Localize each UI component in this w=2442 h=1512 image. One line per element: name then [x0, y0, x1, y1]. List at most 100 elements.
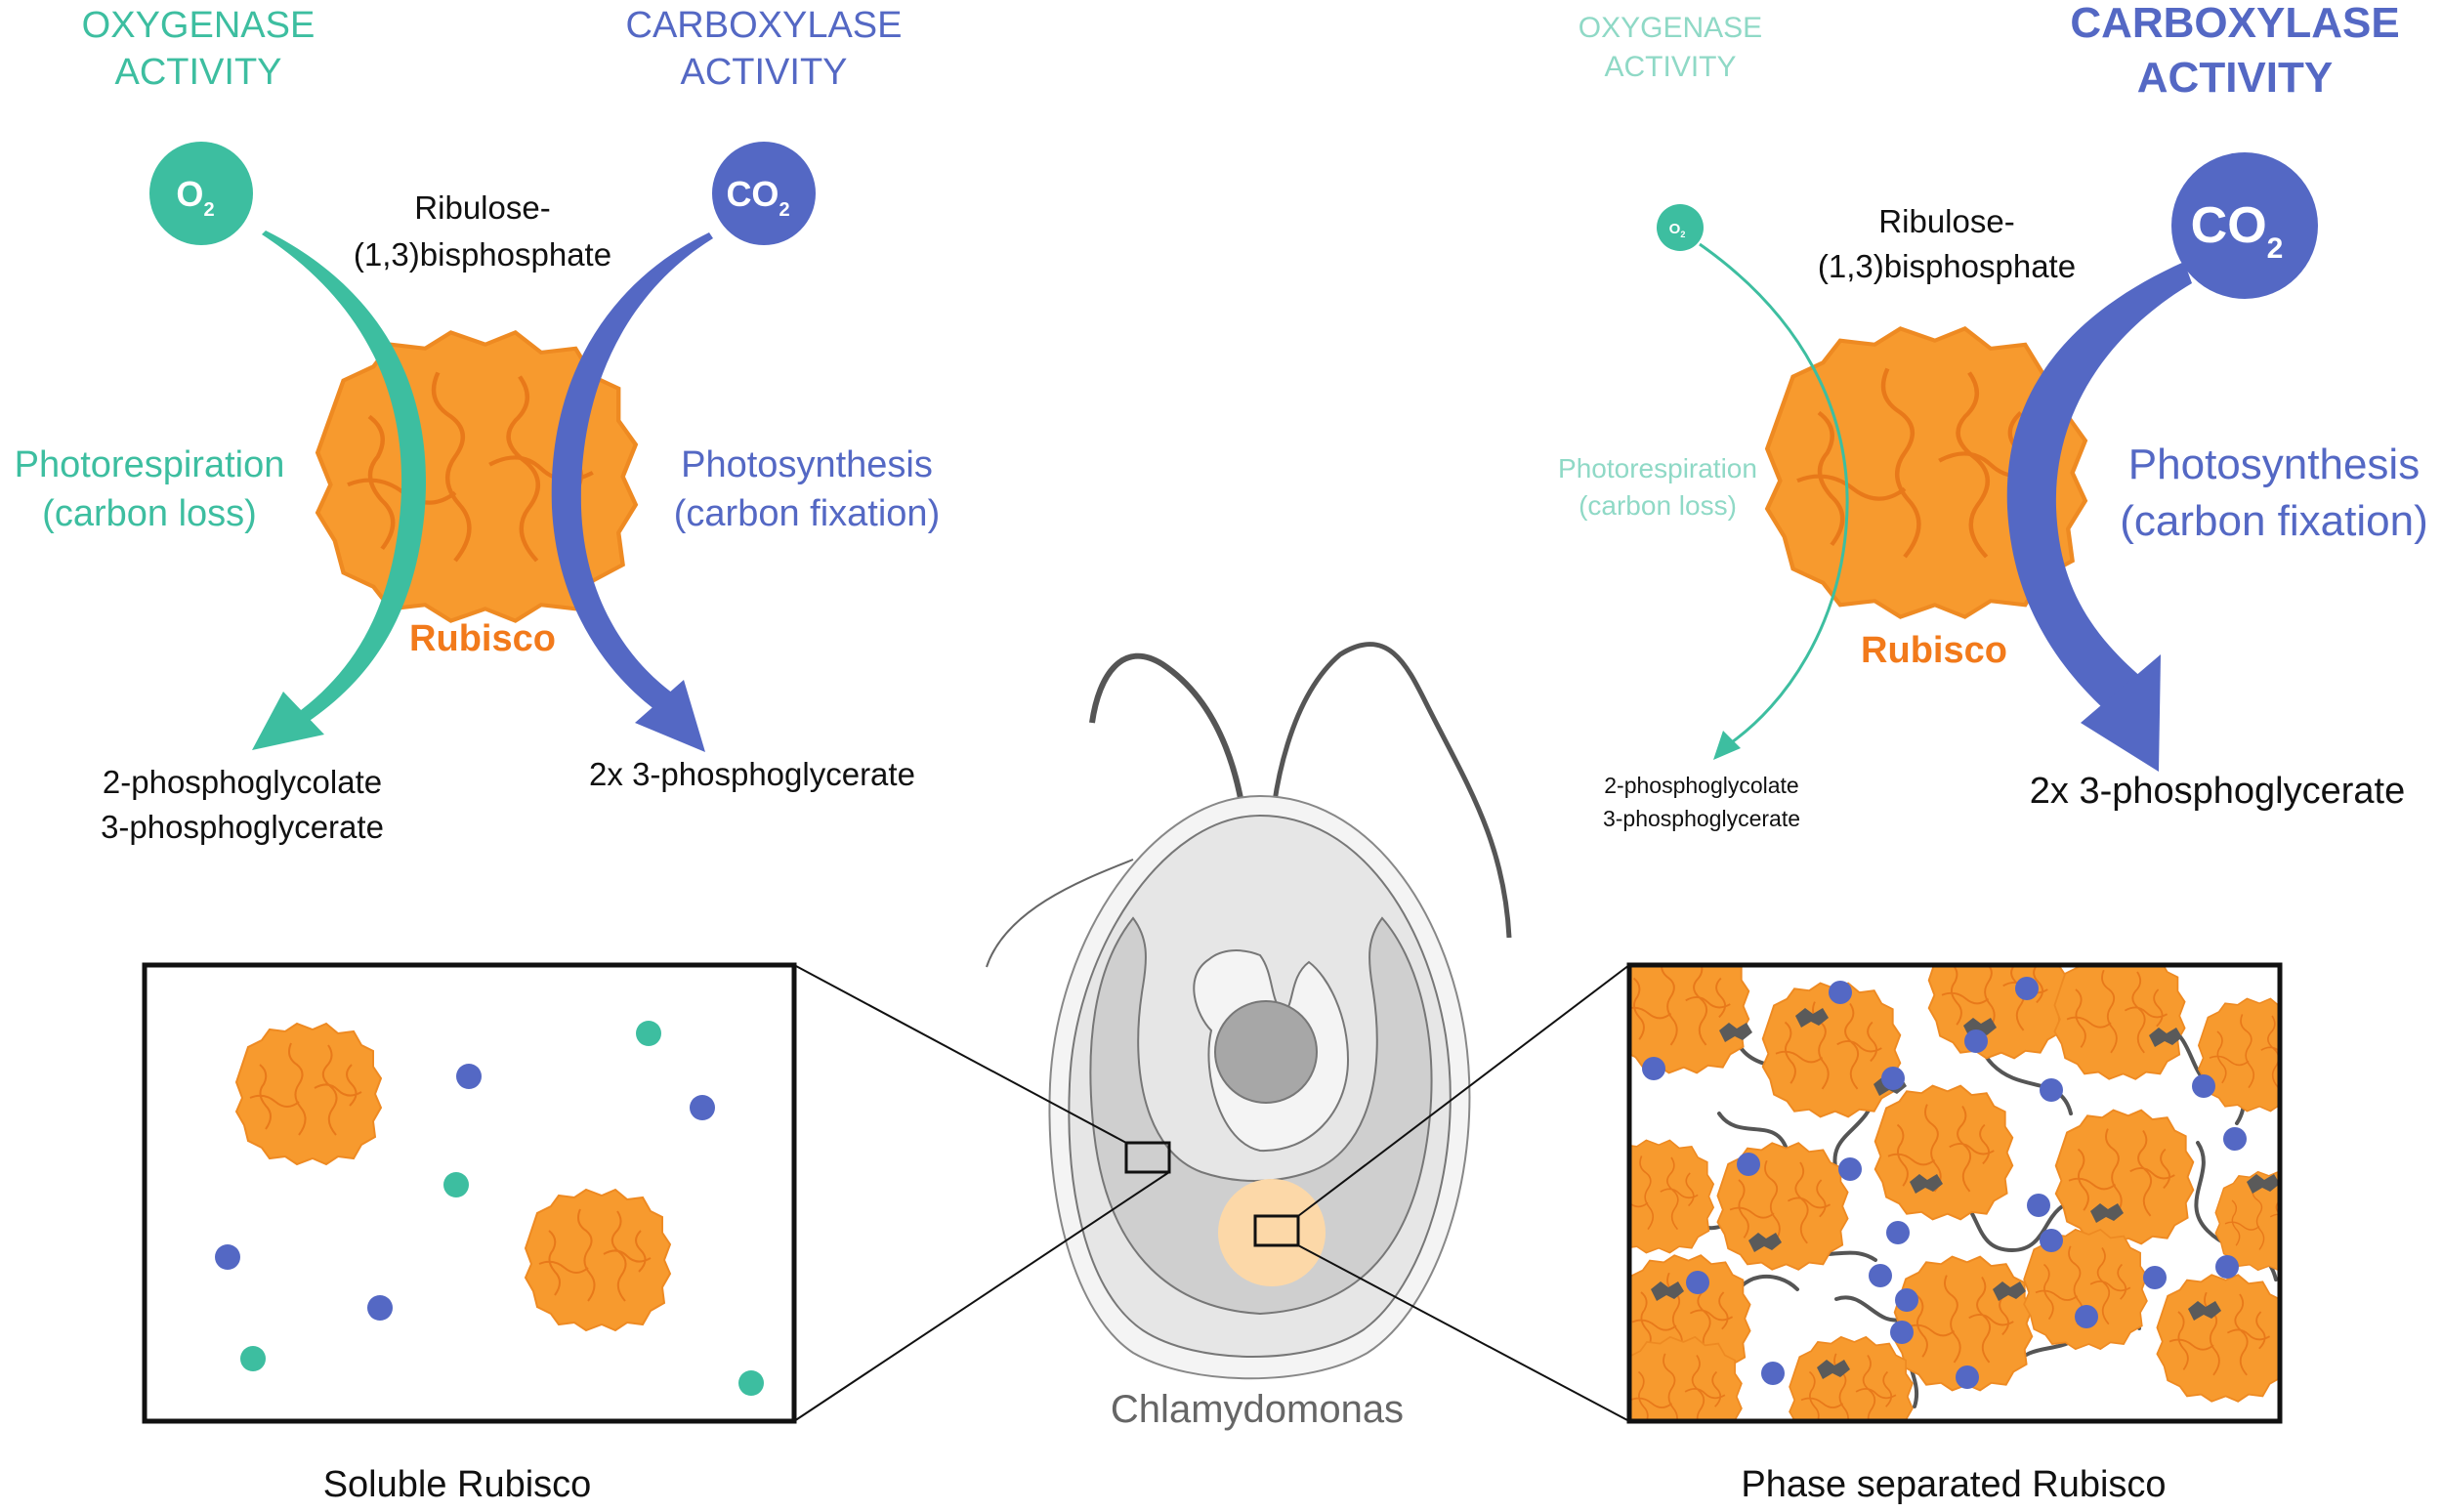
right-oxygenase-arrowhead — [1713, 731, 1741, 760]
linker-cap — [1719, 1023, 1752, 1042]
linker-cap — [1910, 1174, 1943, 1194]
phase-co2-dot — [1881, 1067, 1905, 1090]
phase-co2-dot — [1761, 1362, 1785, 1385]
soluble-o2-dot — [636, 1021, 661, 1046]
phase-box — [1626, 962, 2283, 1424]
right-oxygenase-title-line1: OXYGENASE — [1579, 12, 1762, 44]
phase-co2-dot — [2223, 1127, 2247, 1151]
left-oxygenase-product-line2: 3-phosphoglycerate — [101, 809, 384, 845]
left-o2-subscript: 2 — [203, 199, 214, 221]
linker — [1952, 1190, 2083, 1253]
cell-nucleus — [1214, 1000, 1318, 1104]
left-oxygenase-title-line2: ACTIVITY — [114, 52, 281, 93]
left-carboxylase-arrow — [551, 232, 713, 713]
phase-co2-dot — [2192, 1074, 2215, 1098]
right-oxygenase-arrow — [1699, 242, 1849, 746]
cell-pyrenoid-zoom-box — [1253, 1214, 1300, 1247]
phase-caption: Phase separated Rubisco — [1741, 1464, 2166, 1505]
left-co2-label: CO — [726, 174, 779, 214]
soluble-o2-dot — [443, 1172, 469, 1197]
right-oxygenase-title-line2: ACTIVITY — [1604, 51, 1736, 83]
right-zoom-line-top — [1297, 964, 1630, 1217]
left-photosynthesis-line2: (carbon fixation) — [674, 493, 940, 534]
phase-rubisco — [2156, 1274, 2280, 1403]
phase-co2-dot — [1838, 1157, 1862, 1181]
right-photosynthesis-line2: (carbon fixation) — [2120, 497, 2427, 545]
linker-cap — [2188, 1301, 2221, 1321]
left-carboxylase-title-line2: ACTIVITY — [680, 52, 847, 93]
left-zoom-line-top — [793, 964, 1127, 1144]
linker-cap — [1795, 1008, 1829, 1028]
right-carboxylase-title-line1: CARBOXYLASE — [2070, 0, 2399, 47]
phase-co2-dot — [1956, 1365, 1979, 1389]
linker-cap — [2149, 1028, 2182, 1047]
phase-separated-panel: Phase separated Rubisco — [1626, 962, 2283, 1505]
right-zoom-line-bottom — [1297, 1244, 1630, 1422]
right-co2-circle-icon — [2171, 152, 2318, 299]
right-photorespiration-line2: (carbon loss) — [1579, 490, 1737, 521]
linker-cap — [1748, 1233, 1782, 1252]
soluble-co2-dot — [215, 1244, 240, 1270]
right-oxygenase-product-line1: 2-phosphoglycolate — [1604, 773, 1798, 798]
phase-co2-dot — [1642, 1057, 1665, 1080]
right-reaction-panel: OXYGENASE ACTIVITY CARBOXYLASE ACTIVITY … — [1558, 0, 2428, 831]
phase-rubisco — [2054, 1109, 2195, 1245]
left-rubisco-label: Rubisco — [409, 618, 556, 659]
soluble-caption: Soluble Rubisco — [323, 1464, 592, 1505]
right-substrate-line1: Ribulose- — [1878, 203, 2014, 239]
phase-co2-dot — [2143, 1266, 2167, 1289]
phase-co2-dot — [1890, 1321, 1914, 1344]
soluble-o2-dot — [738, 1370, 764, 1396]
left-oxygenase-arrow — [262, 231, 427, 733]
left-reaction-panel: OXYGENASE ACTIVITY CARBOXYLASE ACTIVITY … — [15, 5, 941, 845]
soluble-co2-dot — [456, 1064, 482, 1089]
phase-rubisco — [1629, 1335, 1743, 1421]
phase-co2-dot — [1964, 1029, 1988, 1053]
phase-co2-dot — [2015, 977, 2039, 1000]
left-photosynthesis-line1: Photosynthesis — [681, 444, 933, 485]
left-o2-label: O — [176, 174, 203, 214]
left-oxygenase-product-line1: 2-phosphoglycolate — [103, 764, 382, 800]
left-o2-circle-icon — [149, 142, 253, 245]
phase-rubisco — [1761, 982, 1902, 1118]
soluble-co2-dot — [690, 1095, 715, 1120]
phase-co2-dot — [2040, 1229, 2063, 1252]
left-co2-circle-icon — [712, 142, 816, 245]
phase-rubisco — [2053, 965, 2186, 1080]
right-carboxylase-arrowhead — [2081, 654, 2161, 772]
cell-flagellum-right — [1267, 642, 1512, 939]
cell-label: Chlamydomonas — [1111, 1388, 1404, 1431]
soluble-rubisco-1 — [235, 1023, 382, 1165]
svg-text:CO2: CO2 — [2191, 197, 2284, 265]
phase-co2-dot — [1869, 1264, 1892, 1287]
right-photosynthesis-line1: Photosynthesis — [2128, 441, 2420, 488]
phase-co2-dot — [1829, 981, 1852, 1004]
phase-rubisco — [1789, 1335, 1914, 1421]
phase-rubisco — [2198, 997, 2280, 1113]
linker-cap — [1993, 1281, 2026, 1301]
left-photorespiration-line2: (carbon loss) — [42, 493, 257, 534]
phase-co2-dot — [2040, 1078, 2063, 1102]
right-carboxylase-title-line2: ACTIVITY — [2137, 54, 2333, 102]
left-substrate-line1: Ribulose- — [414, 189, 550, 226]
right-substrate-line2: (1,3)bisphosphate — [1818, 248, 2076, 284]
right-o2-circle-icon — [1657, 204, 1704, 251]
right-rubisco-label: Rubisco — [1861, 630, 2007, 671]
cell-pyrenoid — [1218, 1179, 1326, 1286]
cell-stroma-zoom-box — [1124, 1141, 1171, 1174]
svg-text:O2: O2 — [1669, 221, 1686, 239]
right-o2-label: O — [1669, 221, 1681, 237]
linker-cap — [2247, 1174, 2280, 1194]
left-oxygenase-title-line1: OXYGENASE — [82, 5, 316, 46]
left-carboxylase-title-line1: CARBOXYLASE — [626, 5, 903, 46]
right-carboxylase-arrow — [2006, 262, 2192, 723]
left-co2-subscript: 2 — [779, 199, 789, 221]
soluble-box — [142, 962, 797, 1424]
linker-cap — [2090, 1203, 2124, 1223]
phase-co2-dot — [1886, 1221, 1910, 1244]
cell-wall-outer-shadow — [986, 859, 1134, 968]
phase-co2-dot — [1686, 1271, 1709, 1294]
right-o2-subscript: 2 — [1680, 230, 1685, 239]
right-oxygenase-product-line2: 3-phosphoglycerate — [1603, 806, 1800, 831]
